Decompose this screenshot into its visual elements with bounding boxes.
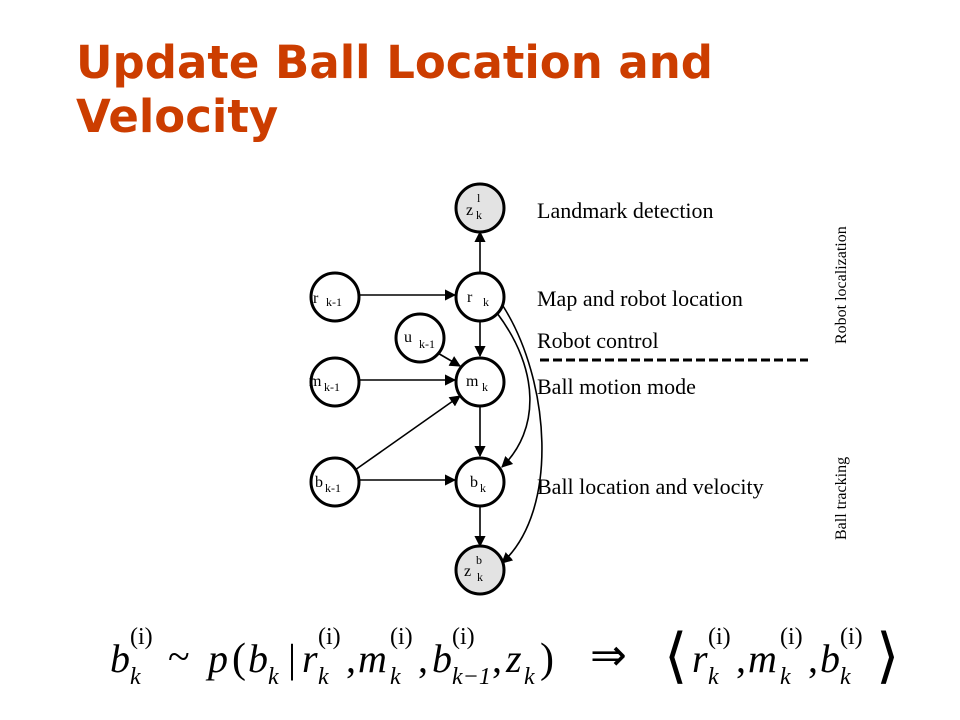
node-main: r bbox=[467, 289, 473, 306]
formula-comma-3: , bbox=[492, 636, 502, 681]
side-label-robot-localization: Robot localization bbox=[833, 226, 850, 344]
formula-right-m-sub: k bbox=[780, 664, 791, 690]
node-main: z bbox=[464, 563, 471, 580]
formula-right-b-sup: (i) bbox=[840, 624, 863, 650]
formula-implies: ⇒ bbox=[590, 631, 627, 680]
formula-close-paren: ) bbox=[540, 636, 554, 682]
formula-m: m bbox=[358, 636, 387, 681]
node-sub: k bbox=[483, 295, 489, 309]
node-m-prev: m k-1 bbox=[309, 356, 361, 408]
formula-p: p bbox=[205, 636, 228, 681]
edges bbox=[354, 230, 543, 564]
edge-rk-to-bk-curve bbox=[496, 312, 531, 468]
node-sub: k-1 bbox=[324, 380, 340, 394]
formula-b: b bbox=[248, 636, 268, 681]
formula-b-prev-sup: (i) bbox=[452, 624, 475, 650]
node-r-prev: r k-1 bbox=[309, 271, 361, 323]
edge-bprev-to-mk bbox=[354, 395, 461, 471]
node-b-k: b k bbox=[454, 456, 506, 508]
formula-right-b: b bbox=[820, 636, 840, 681]
node-circle bbox=[394, 312, 446, 364]
node-z-ball: z b k bbox=[454, 544, 506, 596]
formula-r-sup: (i) bbox=[318, 624, 341, 650]
node-sub: k bbox=[477, 570, 483, 584]
node-sub: k-1 bbox=[325, 481, 341, 495]
node-m-k: m k bbox=[454, 356, 506, 408]
node-r-k: r k bbox=[454, 271, 506, 323]
node-sup: l bbox=[477, 191, 481, 205]
formula-rangle: ⟩ bbox=[876, 623, 899, 689]
edge-uprev-to-mk bbox=[435, 351, 461, 367]
formula-lhs-sup: (i) bbox=[130, 624, 153, 650]
formula-m-sub: k bbox=[390, 664, 401, 690]
node-main: m bbox=[466, 373, 479, 390]
node-sub: k-1 bbox=[326, 295, 342, 309]
node-sub: k bbox=[480, 481, 486, 495]
formula: b (i) k ~ p ( b k | r (i) k , m (i) k , … bbox=[110, 623, 899, 690]
node-sub: k-1 bbox=[419, 337, 435, 351]
node-circle bbox=[454, 182, 506, 234]
formula-m-sup: (i) bbox=[390, 624, 413, 650]
formula-open-paren: ( bbox=[232, 636, 246, 682]
formula-comma-2: , bbox=[418, 636, 428, 681]
node-main: b bbox=[470, 474, 478, 491]
formula-right-m-sup: (i) bbox=[780, 624, 803, 650]
formula-given-bar: | bbox=[288, 636, 296, 681]
side-label-ball-tracking: Ball tracking bbox=[833, 457, 850, 540]
layer-label-robot-control: Robot control bbox=[537, 328, 659, 353]
formula-b-sub: k bbox=[268, 664, 279, 690]
layer-label-landmark: Landmark detection bbox=[537, 198, 714, 223]
node-b-prev: b k-1 bbox=[309, 456, 361, 508]
node-circle bbox=[454, 544, 506, 596]
formula-b-prev: b bbox=[432, 636, 452, 681]
layer-label-map-robot: Map and robot location bbox=[537, 286, 743, 311]
node-circle bbox=[454, 271, 506, 323]
formula-r: r bbox=[302, 636, 318, 681]
formula-tilde: ~ bbox=[168, 634, 190, 679]
node-sub: k bbox=[482, 380, 488, 394]
formula-right-r: r bbox=[692, 636, 708, 681]
node-circle bbox=[309, 271, 361, 323]
formula-right-m: m bbox=[748, 636, 777, 681]
page-title: Update Ball Location and Velocity bbox=[76, 36, 714, 143]
node-circle bbox=[454, 456, 506, 508]
edge-rk-to-zb-curve bbox=[501, 305, 543, 564]
node-main: r bbox=[313, 290, 319, 307]
node-u-prev: u k-1 bbox=[394, 312, 446, 364]
node-main: z bbox=[466, 202, 473, 219]
formula-lhs-sub: k bbox=[130, 664, 141, 690]
node-main: m bbox=[309, 373, 322, 390]
formula-b-prev-sub: k−1 bbox=[452, 664, 491, 690]
node-z-landmark: z l k bbox=[454, 182, 506, 234]
node-sup: b bbox=[476, 553, 482, 567]
formula-right-r-sub: k bbox=[708, 664, 719, 690]
formula-comma-1: , bbox=[346, 636, 356, 681]
node-circle bbox=[454, 356, 506, 408]
formula-right-b-sub: k bbox=[840, 664, 851, 690]
layer-label-ball-location: Ball location and velocity bbox=[537, 474, 764, 499]
node-circle bbox=[309, 456, 361, 508]
formula-right-comma-2: , bbox=[808, 636, 818, 681]
formula-z-sub: k bbox=[524, 664, 535, 690]
formula-lhs-b: b bbox=[110, 636, 130, 681]
formula-r-sub: k bbox=[318, 664, 329, 690]
node-main: b bbox=[315, 474, 323, 491]
formula-right-comma-1: , bbox=[736, 636, 746, 681]
node-sub: k bbox=[476, 208, 482, 222]
formula-right-r-sup: (i) bbox=[708, 624, 731, 650]
formula-langle: ⟨ bbox=[664, 623, 687, 689]
node-circle bbox=[309, 356, 361, 408]
formula-z: z bbox=[505, 636, 522, 681]
node-main: u bbox=[404, 329, 412, 346]
layer-label-ball-motion: Ball motion mode bbox=[537, 374, 696, 399]
